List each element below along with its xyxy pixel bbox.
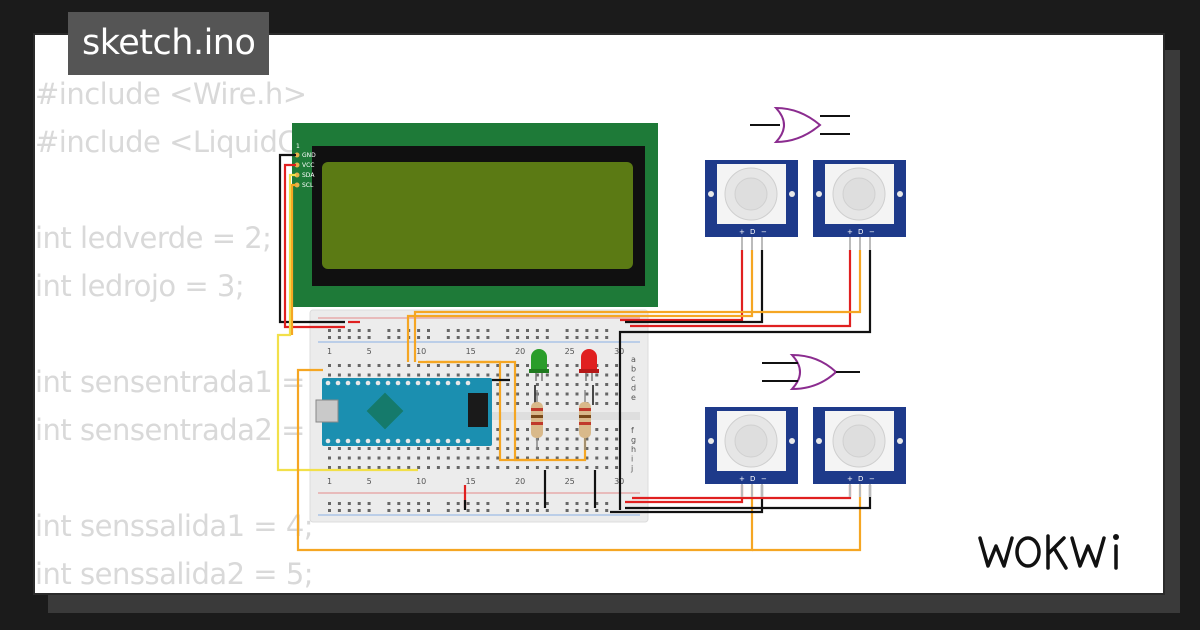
pir-pin-label: D <box>858 475 863 483</box>
bb-row-letter: j <box>630 464 633 473</box>
bb-column-number: 15 <box>466 477 476 486</box>
pir-sensor-2[interactable]: + D− <box>813 160 906 250</box>
or-gate-bottom[interactable] <box>762 353 860 391</box>
lcd-pin[interactable] <box>294 152 300 158</box>
bb-row-letter: f <box>631 426 634 435</box>
pir-pin-label: D <box>750 475 755 483</box>
code-line: int senssalida2 = 5; <box>35 557 314 591</box>
bb-row-letter: b <box>631 365 636 374</box>
code-line: int senssalida1 = 4; <box>35 509 314 543</box>
lcd-pin[interactable] <box>294 182 300 188</box>
bb-column-number: 10 <box>416 477 426 486</box>
bb-column-number: 5 <box>367 477 372 486</box>
bb-row-letter: d <box>631 384 636 393</box>
code-line: int ledverde = 2; <box>35 221 272 255</box>
pir-pin-label: − <box>869 228 875 236</box>
pir-pin-label: D <box>750 228 755 236</box>
bb-column-number: 20 <box>515 347 525 356</box>
bb-column-number: 5 <box>367 347 372 356</box>
bb-row-letter: i <box>631 455 633 464</box>
lcd-pin-label: SDA <box>302 172 315 179</box>
bb-row-letter: c <box>631 374 635 383</box>
pir-sensor-1[interactable]: + D− <box>705 160 798 250</box>
bb-column-number: 10 <box>416 347 426 356</box>
led-green[interactable] <box>529 349 549 381</box>
led-red[interactable] <box>579 349 599 381</box>
bb-column-number: 25 <box>565 477 575 486</box>
code-line: int sensentrada2 = 7; <box>35 413 341 447</box>
bb-column-number: 1 <box>327 477 332 486</box>
svg-text:1: 1 <box>296 143 300 150</box>
pir-pin-label: − <box>761 475 767 483</box>
or-gate-top[interactable] <box>750 106 850 144</box>
pir-sensor-3[interactable]: + D− <box>705 407 798 497</box>
pir-sensor-4[interactable]: + D− <box>813 407 906 497</box>
lcd-pin[interactable] <box>294 162 300 168</box>
lcd-pin-label: GND <box>302 152 316 159</box>
resistor-2[interactable] <box>579 390 591 450</box>
bb-row-letter: h <box>631 445 636 454</box>
bb-row-letter: g <box>631 436 636 445</box>
pir-pin-label: + <box>847 475 853 483</box>
bb-row-letter: a <box>631 355 636 364</box>
bb-column-number: 20 <box>515 477 525 486</box>
code-line: int ledrojo = 3; <box>35 269 245 303</box>
code-line: #include <Wire.h> <box>35 77 307 111</box>
bb-column-number: 1 <box>327 347 332 356</box>
file-tab: sketch.ino <box>68 12 270 75</box>
bb-row-letter: e <box>631 393 636 402</box>
lcd-pin-label: SCL <box>302 182 314 189</box>
arduino-nano[interactable] <box>315 378 492 446</box>
resistor-1[interactable] <box>531 390 543 450</box>
pir-pin-label: − <box>869 475 875 483</box>
lcd-pin-label: VCC <box>302 162 314 169</box>
wokwi-logo <box>978 534 1119 570</box>
pir-pin-label: + <box>739 475 745 483</box>
bb-column-number: 25 <box>565 347 575 356</box>
lcd-display[interactable]: 1 GND VCC SDA SCL <box>292 123 658 307</box>
pir-pin-label: D <box>858 228 863 236</box>
lcd-pin[interactable] <box>294 172 300 178</box>
pir-pin-label: − <box>761 228 767 236</box>
pir-pin-label: + <box>847 228 853 236</box>
code-line: int sensentrada1 = 6; <box>35 365 341 399</box>
bb-column-number: 15 <box>466 347 476 356</box>
pir-pin-label: + <box>739 228 745 236</box>
